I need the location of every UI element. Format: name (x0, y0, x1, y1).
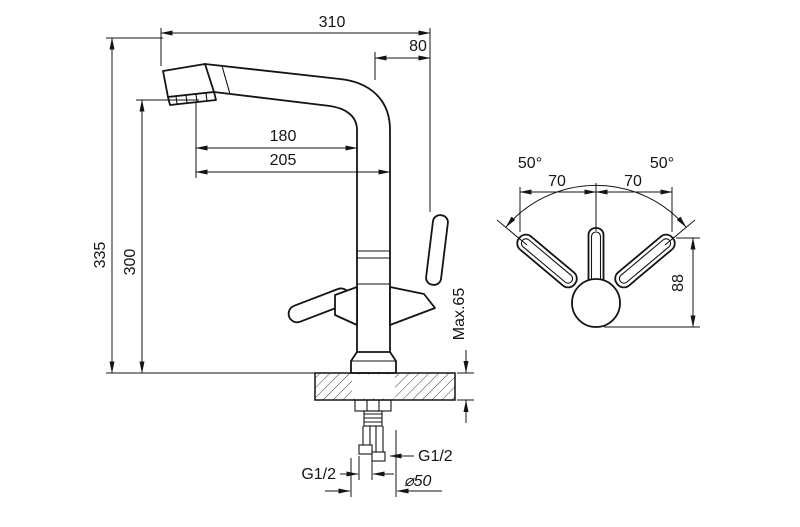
top-view-dimensions: 50° 50° 70 70 88 (496, 155, 700, 328)
dim-handle-offset-label: 80 (409, 38, 427, 55)
dim-total-height-label: 335 (92, 242, 109, 269)
body-circle (571, 278, 621, 328)
dim-counter-thickness-label: Max.65 (451, 288, 468, 341)
dim-outlet-height-label: 300 (122, 249, 139, 276)
dim-angle-right-label: 50° (650, 155, 674, 172)
dim-thread-left-label: G1/2 (301, 466, 336, 483)
right-handle-base (389, 286, 436, 326)
top-view: 50° 50° 70 70 88 (496, 155, 700, 328)
hose-fitting-left (358, 444, 373, 455)
dim-total-width-label: 310 (319, 14, 346, 31)
side-view-dimensions: 310 80 180 205 335 300 Max.65 G1/2 (92, 14, 474, 497)
dim-spout-reach-inner-label: 180 (270, 128, 297, 145)
top-left-handle (516, 233, 578, 289)
dim-depth-label: 88 (670, 274, 687, 292)
dim-span-left-label: 70 (548, 173, 566, 190)
right-handle-lever (425, 214, 449, 286)
faucet-side-outline (162, 63, 449, 374)
base-flange (350, 351, 397, 374)
dim-span-right-label: 70 (624, 173, 642, 190)
dim-angle-left-label: 50° (518, 155, 542, 172)
counter-surface (314, 372, 456, 401)
top-right-handle (614, 233, 676, 289)
dim-base-diameter-label: ⌀50 (404, 473, 432, 490)
aerator (167, 91, 217, 106)
side-view: 310 80 180 205 335 300 Max.65 G1/2 (92, 14, 474, 497)
left-handle-base (334, 286, 358, 326)
hose-fitting-right (371, 451, 386, 462)
under-counter-fittings (354, 399, 392, 462)
dim-thread-right-label: G1/2 (418, 448, 453, 465)
dim-spout-reach-outer-label: 205 (270, 152, 297, 169)
